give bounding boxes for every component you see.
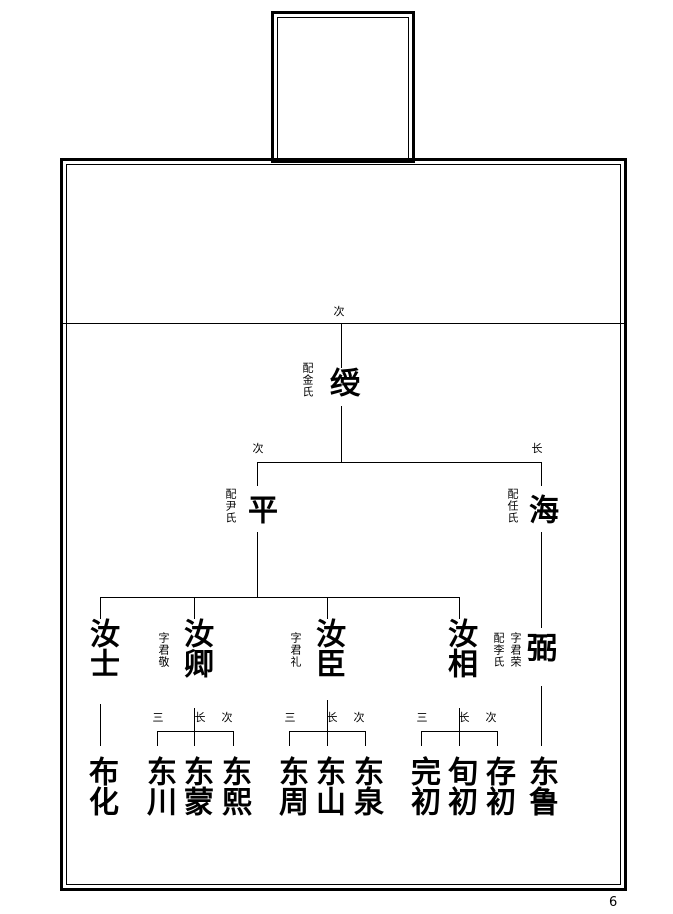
person-name: 绶 xyxy=(324,367,359,397)
courtesy-note: 字君荣 xyxy=(509,632,522,668)
line xyxy=(194,708,195,746)
person-name: 东周 xyxy=(273,756,308,816)
rank-label: 长 xyxy=(458,711,470,724)
rank-label: 次 xyxy=(353,711,365,724)
person-name: 东山 xyxy=(310,756,345,816)
rank-label: 三 xyxy=(152,711,164,724)
line xyxy=(365,731,366,746)
person-name: 存初 xyxy=(480,756,515,816)
line xyxy=(341,324,342,368)
rank-label: 次 xyxy=(221,711,233,724)
line xyxy=(257,532,258,597)
line xyxy=(497,731,498,746)
divider-line xyxy=(63,323,624,324)
person-name: 弼 xyxy=(521,632,556,662)
line xyxy=(157,731,158,746)
rank-label: 次 xyxy=(485,711,497,724)
rank-label: 长 xyxy=(194,711,206,724)
spouse-note: 配任氏 xyxy=(506,488,519,524)
rank-label: 次 xyxy=(333,305,345,318)
spouse-note: 配金氏 xyxy=(301,362,314,398)
line xyxy=(157,731,233,732)
line xyxy=(327,597,328,619)
rank-label: 三 xyxy=(284,711,296,724)
line xyxy=(541,462,542,486)
person-name: 汝士 xyxy=(84,618,119,678)
person-name: 完初 xyxy=(405,756,440,816)
person-name: 东鲁 xyxy=(523,756,558,816)
line xyxy=(421,731,497,732)
line xyxy=(100,597,101,619)
page-number: 6 xyxy=(609,895,618,910)
line xyxy=(289,731,290,746)
line xyxy=(100,704,101,746)
person-name: 旬初 xyxy=(442,756,477,816)
person-name: 汝臣 xyxy=(310,618,345,678)
line xyxy=(541,532,542,628)
person-name: 布化 xyxy=(83,756,118,816)
spouse-note: 配李氏 xyxy=(492,632,505,668)
rank-label: 三 xyxy=(416,711,428,724)
person-name: 东泉 xyxy=(348,756,383,816)
person-name: 东熙 xyxy=(216,756,251,816)
line xyxy=(421,731,422,746)
rank-label: 长 xyxy=(531,442,543,455)
line xyxy=(257,462,542,463)
line xyxy=(341,406,342,462)
page-frame xyxy=(60,158,627,891)
person-name: 平 xyxy=(242,494,277,524)
rank-label: 次 xyxy=(252,442,264,455)
line xyxy=(194,597,195,619)
person-name: 东蒙 xyxy=(178,756,213,816)
person-name: 汝相 xyxy=(442,618,477,678)
line xyxy=(541,686,542,746)
spouse-note: 配尹氏 xyxy=(224,488,237,524)
line xyxy=(459,708,460,746)
courtesy-note: 字君礼 xyxy=(289,632,302,668)
person-name: 汝卿 xyxy=(178,618,213,678)
line xyxy=(233,731,234,746)
courtesy-note: 字君敬 xyxy=(157,632,170,668)
line xyxy=(257,462,258,486)
page-tab-box xyxy=(271,11,415,163)
line xyxy=(100,597,459,598)
line xyxy=(459,597,460,619)
line xyxy=(327,700,328,746)
person-name: 东川 xyxy=(141,756,176,816)
person-name: 海 xyxy=(523,494,558,524)
line xyxy=(289,731,365,732)
rank-label: 长 xyxy=(326,711,338,724)
